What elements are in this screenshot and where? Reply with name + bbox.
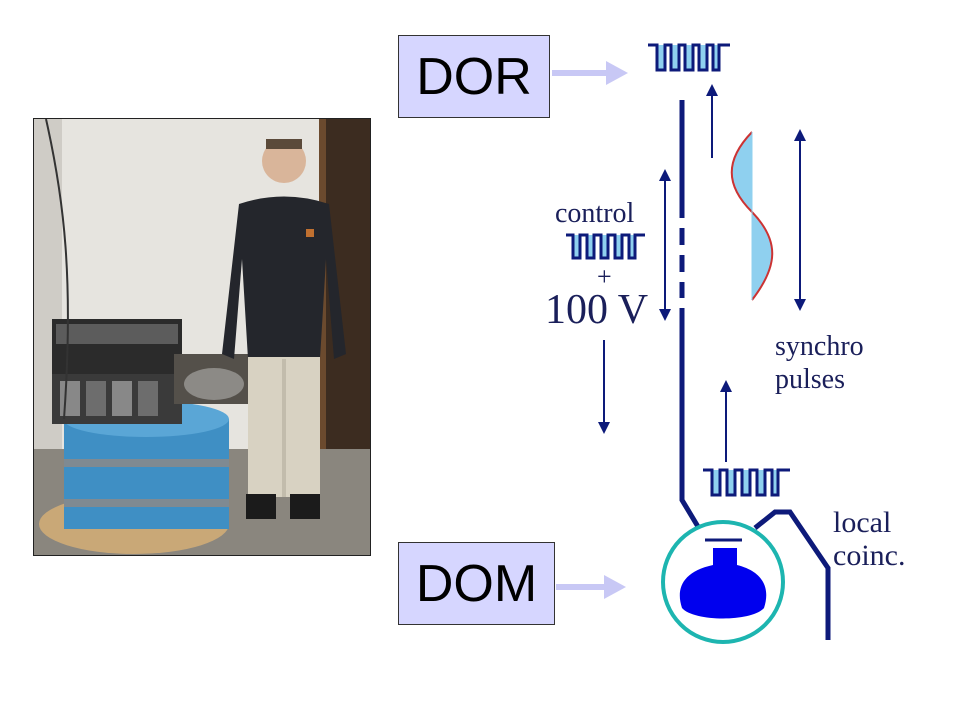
pulse-train-top <box>648 43 730 72</box>
local-coinc-cable <box>753 509 831 640</box>
pulse-train-control <box>566 233 645 260</box>
pmt-icon <box>679 548 767 619</box>
local-label-line2: coinc. <box>833 539 905 572</box>
dom-label: DOM <box>415 554 538 613</box>
synchro-label-line1: synchro <box>775 331 864 362</box>
dom-sphere <box>661 520 785 644</box>
voltage-label: 100 V <box>545 287 648 333</box>
lab-photo-illustration <box>34 119 370 555</box>
dor-label-box: DOR <box>398 35 550 118</box>
pulse-train-dom <box>703 468 790 497</box>
dor-link-arrow <box>552 61 628 85</box>
lab-photo <box>33 118 371 556</box>
main-cable <box>679 100 703 532</box>
synchro-wave <box>730 131 774 301</box>
control-label: control <box>555 198 635 229</box>
plus-label: + <box>597 262 612 291</box>
local-label-line1: local <box>833 506 891 539</box>
dom-label-box: DOM <box>398 542 555 625</box>
synchro-label-line2: pulses <box>775 364 845 395</box>
dor-label: DOR <box>416 47 532 106</box>
dom-link-arrow <box>556 575 626 599</box>
